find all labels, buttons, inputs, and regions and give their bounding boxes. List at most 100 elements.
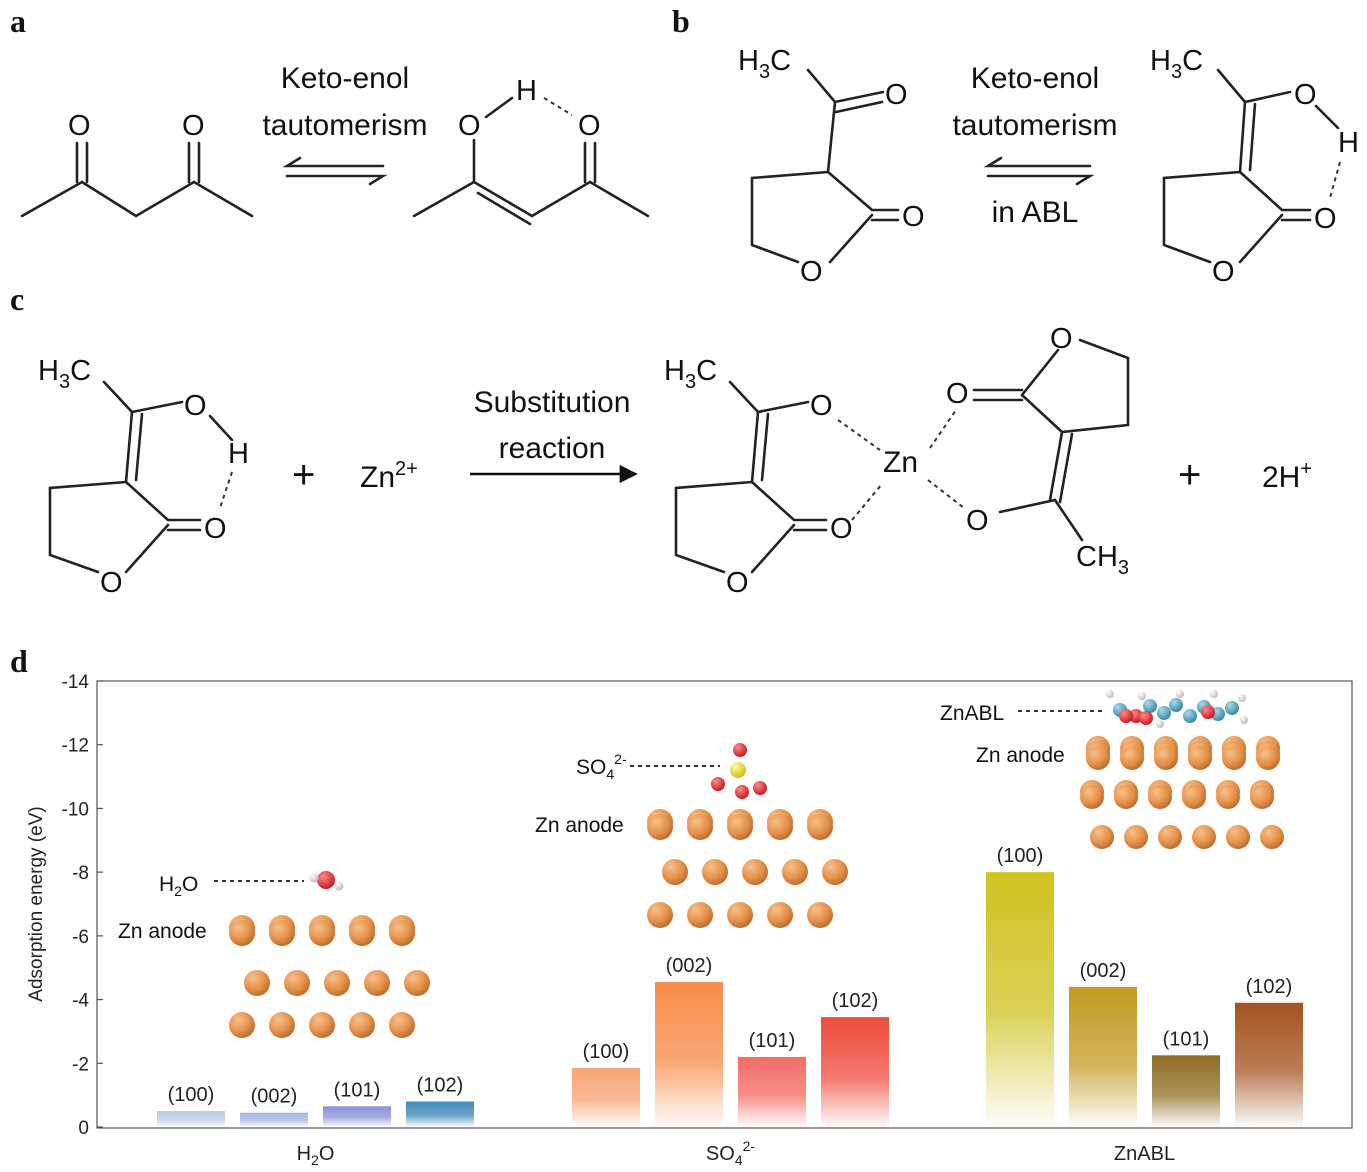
bar xyxy=(240,1112,308,1127)
zn-atom xyxy=(1114,785,1138,809)
zn-atom xyxy=(742,859,768,885)
oxygen-atom xyxy=(733,743,747,757)
bar xyxy=(1069,986,1137,1127)
zn-atom xyxy=(687,814,713,840)
hydrogen-atom xyxy=(1106,690,1114,698)
zn-atom xyxy=(229,920,255,946)
bar xyxy=(157,1111,225,1127)
zn-atom xyxy=(822,859,848,885)
atom-o: O xyxy=(100,567,123,599)
zn-atom xyxy=(389,1012,415,1038)
zn-atom xyxy=(269,1012,295,1038)
zn-atom xyxy=(404,970,430,996)
abl-enol-reactant: H3C O H O O xyxy=(38,355,249,599)
bar xyxy=(1152,1055,1220,1127)
adsorption-energy-chart: Adsorption energy (eV) -14-12-10-8-6-4-2… xyxy=(26,672,1353,1168)
y-tick-label: -2 xyxy=(72,1054,89,1075)
atom-o: O xyxy=(1294,79,1317,111)
zn-atom xyxy=(1216,785,1240,809)
zn-atom xyxy=(389,920,415,946)
acetylacetone-keto-structure: O O xyxy=(20,110,254,218)
zn-abl-complex: H3C O O O Zn O O O CH3 xyxy=(664,323,1130,599)
zn-atom xyxy=(284,970,310,996)
carbon-atom xyxy=(1169,698,1183,712)
oxygen-atom xyxy=(1201,705,1215,719)
substitution-label-line1: Substitution xyxy=(474,386,631,419)
hydrogen-atom xyxy=(309,873,319,883)
y-tick-label: -10 xyxy=(62,799,89,820)
hydrogen-atom xyxy=(1210,690,1218,698)
panel-label-d: d xyxy=(10,643,28,679)
bars: (100)(002)(101)(102)(100)(002)(101)(102)… xyxy=(157,845,1303,1127)
atom-o: O xyxy=(946,378,969,410)
bar xyxy=(986,872,1054,1127)
plus-sign-1: + xyxy=(292,453,315,497)
zn-atom xyxy=(244,970,270,996)
zn-atom xyxy=(1080,785,1104,809)
bar-label: (100) xyxy=(583,1041,630,1063)
zn-atom xyxy=(727,814,753,840)
zn-atom xyxy=(1260,825,1284,849)
protons: 2H+ xyxy=(1262,458,1312,494)
atom-h: H xyxy=(228,438,249,470)
y-tick-label: -8 xyxy=(72,863,89,884)
atom-o: O xyxy=(68,110,91,142)
atom-o: O xyxy=(726,567,749,599)
oxygen-atom xyxy=(753,781,767,795)
bar xyxy=(1235,1002,1303,1127)
oxygen-atom xyxy=(1139,711,1153,725)
zn-atom xyxy=(1120,746,1144,770)
zn-slab-h2o xyxy=(229,915,430,1038)
y-tick-label: -6 xyxy=(72,927,89,948)
methyl-label: H3C xyxy=(38,355,91,393)
tautomerism-label-a-line1: Keto-enol xyxy=(281,62,409,95)
atom-o: O xyxy=(578,110,601,142)
panel-label-a: a xyxy=(10,3,26,39)
atom-o: O xyxy=(902,201,925,233)
zn-atom xyxy=(1158,825,1182,849)
znabl-inset-label: ZnABL xyxy=(940,702,1004,725)
bar-label: (102) xyxy=(832,990,879,1012)
zn-atom xyxy=(1222,746,1246,770)
carbon-atom xyxy=(1183,709,1197,723)
h2o-inset-surface: Zn anode xyxy=(118,920,207,943)
zn-atom xyxy=(767,814,793,840)
y-tick-label: -4 xyxy=(72,991,89,1012)
bar-label: (100) xyxy=(168,1084,215,1106)
hydrogen-atom xyxy=(1176,690,1184,698)
zn-atom xyxy=(1154,746,1178,770)
zn-slab-so4 xyxy=(647,809,848,928)
atom-h: H xyxy=(1338,127,1359,159)
plus-sign-2: + xyxy=(1178,453,1201,497)
zn-atom xyxy=(807,902,833,928)
oxygen-atom xyxy=(317,871,335,889)
y-tick-label: -12 xyxy=(62,736,89,757)
oxygen-atom xyxy=(735,785,749,799)
atom-o: O xyxy=(458,110,481,142)
zn-atom xyxy=(807,814,833,840)
atom-o: O xyxy=(966,505,989,537)
znabl-inset-surface: Zn anode xyxy=(976,744,1065,767)
zn-atom xyxy=(1226,825,1250,849)
tautomerism-label-b-line2: tautomerism xyxy=(952,109,1117,142)
znabl-molecule xyxy=(1106,690,1248,728)
hydrogen-atom xyxy=(334,881,344,891)
methyl-label: H3C xyxy=(664,355,717,393)
y-tick-label: 0 xyxy=(78,1118,89,1139)
zn-atom xyxy=(1148,785,1172,809)
atom-o: O xyxy=(810,390,833,422)
tautomerism-label-b-line1: Keto-enol xyxy=(971,62,1099,95)
zn-atom xyxy=(782,859,808,885)
zn-atom xyxy=(727,902,753,928)
y-axis-label: Adsorption energy (eV) xyxy=(26,806,47,1001)
plot-frame xyxy=(96,680,1353,1129)
zn-atom xyxy=(324,970,350,996)
x-group-label: H2O xyxy=(297,1143,335,1168)
zn-atom xyxy=(349,920,375,946)
zn-atom xyxy=(229,1012,255,1038)
bar-label: (002) xyxy=(666,955,713,977)
atom-h: H xyxy=(516,75,537,107)
zn-atom xyxy=(1250,785,1274,809)
equilibrium-arrow-a xyxy=(282,156,388,186)
zn-atom xyxy=(1256,746,1280,770)
